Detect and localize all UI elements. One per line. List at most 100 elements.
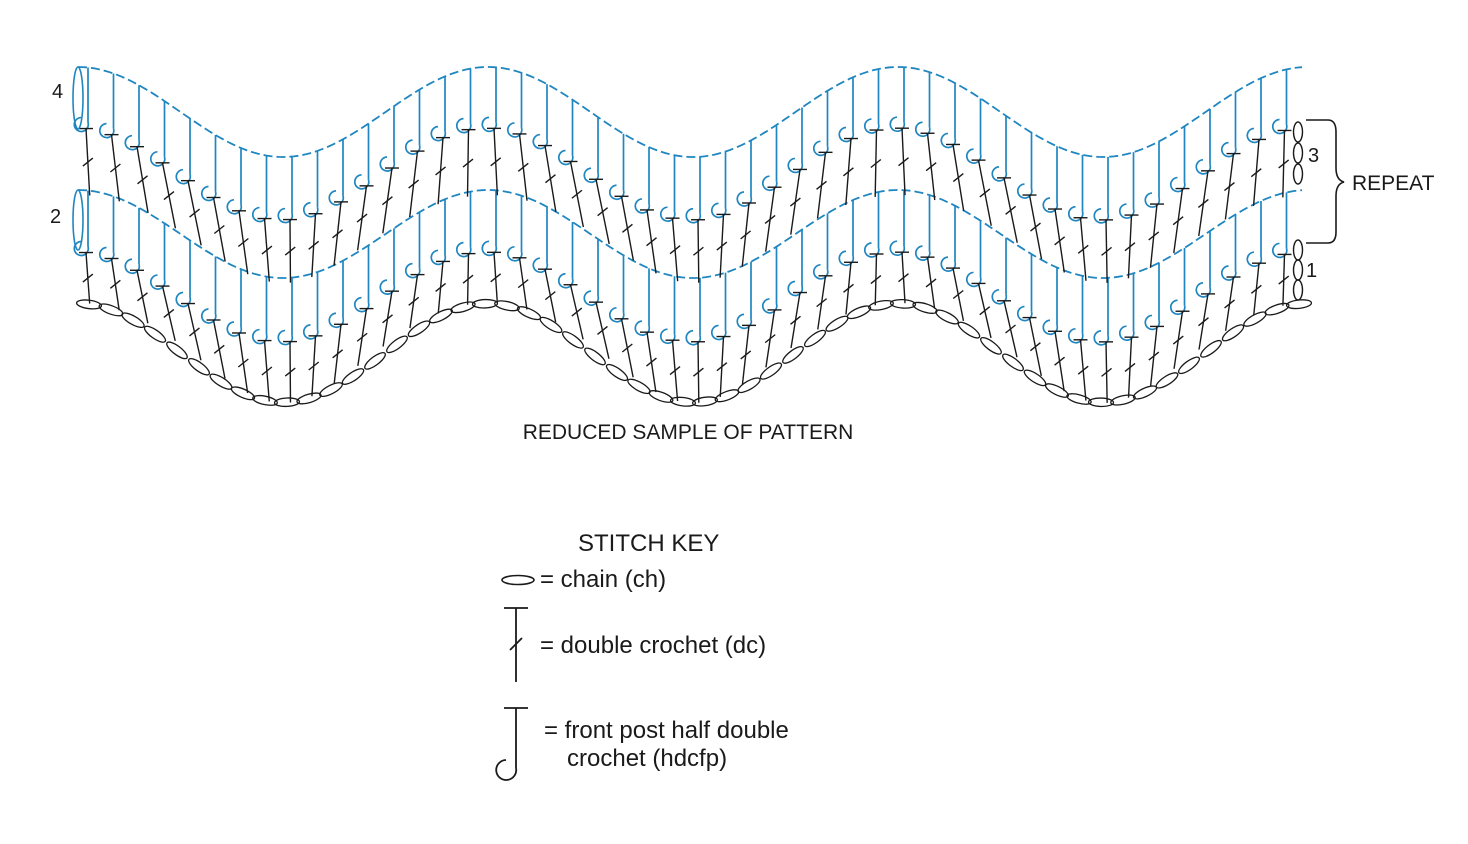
chain-stitch	[957, 321, 981, 339]
dc-slash	[1250, 284, 1262, 294]
dc-slash	[870, 158, 882, 169]
hdcfp-hook	[379, 279, 396, 295]
dc-slash	[109, 163, 121, 173]
dc-slash	[381, 196, 393, 206]
hdcfp-hook	[863, 242, 880, 258]
chain-stitch	[584, 347, 606, 366]
dc-slash	[332, 349, 344, 359]
hdcfp-hook	[1016, 305, 1033, 322]
hdcfp-hook	[940, 256, 957, 272]
chain-stitch	[803, 329, 827, 348]
dc-slash	[1101, 246, 1113, 256]
dc-slash	[261, 245, 273, 255]
hdcfp-hook	[430, 125, 447, 142]
hdcfp-label-line1: = front post half double	[544, 717, 789, 744]
chain-stitch	[386, 335, 408, 354]
dc-slash	[332, 229, 343, 239]
hdcfp-hook	[481, 240, 498, 257]
dc-slash	[284, 246, 296, 256]
dc-slash	[597, 325, 608, 335]
dc-slash	[1148, 231, 1160, 241]
chain-stitch	[273, 397, 301, 408]
chain-stitch	[648, 390, 674, 403]
hdcfp-hook	[634, 198, 651, 214]
chain-stitch	[1200, 339, 1222, 358]
hdcfp-hook	[991, 288, 1008, 305]
chain-stitch	[825, 315, 849, 332]
dc-slash	[408, 296, 420, 306]
dc-slash	[646, 237, 657, 247]
chain-stitch	[341, 368, 365, 385]
dc-slash	[716, 241, 728, 251]
dc-slash	[716, 362, 728, 372]
hdcfp-hook	[404, 262, 421, 279]
hdcfp-hook	[73, 116, 90, 133]
dc-slash	[669, 366, 681, 376]
chain-stitch	[471, 298, 499, 309]
dc-slash	[137, 292, 148, 302]
chain-stitch	[1023, 369, 1047, 387]
hdcfp-hook	[200, 308, 217, 324]
hdcfp-hook	[889, 240, 906, 257]
row-top-edge	[77, 189, 1303, 279]
hdcfp-hook	[277, 207, 294, 224]
chain-label: = chain (ch)	[540, 566, 666, 593]
dc-slash	[163, 308, 175, 319]
dc-slash	[1054, 236, 1066, 246]
hdcfp-hook	[761, 175, 778, 192]
dc-slash	[544, 291, 556, 301]
hdcfp-hook	[914, 121, 931, 138]
dc-slash	[1077, 244, 1089, 254]
repeat-bracket	[1306, 119, 1345, 244]
hdcfp-hook	[149, 274, 166, 290]
hdcfp-hook	[685, 207, 702, 224]
dc-slash	[213, 224, 225, 235]
hdcfp-hook	[200, 185, 217, 202]
hdcfp-hook	[353, 296, 370, 313]
hdcfp-hook	[1093, 330, 1110, 346]
hdcfp-hook	[838, 250, 855, 267]
dc-slash	[925, 278, 937, 288]
chain-stitch	[1243, 311, 1267, 327]
chain-stitch	[868, 299, 894, 311]
hdcfp-hook	[404, 139, 421, 155]
hdcfp-hook	[940, 132, 957, 149]
chain-stitch	[1132, 385, 1158, 400]
hdcfp-hook	[124, 134, 141, 151]
dc-slash	[382, 314, 393, 324]
dc-slash	[1172, 335, 1184, 345]
hdcfp-hook	[1144, 314, 1161, 331]
hdcfp-hook	[1246, 251, 1263, 268]
chain-stitch	[714, 389, 740, 403]
dc-slash	[979, 306, 991, 316]
hdcfp-hook	[455, 117, 472, 134]
dc-slash	[1005, 205, 1017, 215]
dc-slash	[1250, 168, 1262, 178]
dc-slash	[284, 367, 296, 377]
hdcfp-hook	[1220, 265, 1237, 281]
chart-caption: REDUCED SAMPLE OF PATTERN	[523, 421, 854, 444]
chain-stitch	[1264, 302, 1290, 316]
turning-chain	[1292, 163, 1304, 185]
dc-slash	[517, 162, 529, 172]
chain-stitch	[912, 301, 938, 314]
dc-slash	[1030, 222, 1041, 232]
hdcfp-hook	[251, 206, 268, 223]
hdcfp-hook	[1220, 141, 1237, 158]
chain-stitch	[627, 378, 651, 395]
dc-slash	[621, 223, 633, 233]
hdcfp-hook	[506, 245, 523, 262]
dc-slash	[1278, 159, 1290, 169]
hdcfp-hook	[302, 201, 319, 218]
front-post-hdc-symbol-icon	[495, 707, 528, 781]
dc-slash	[1029, 342, 1041, 352]
dc-slash	[898, 273, 909, 283]
dc-slash	[692, 246, 704, 256]
hdcfp-hook	[557, 149, 574, 166]
dc-slash	[237, 358, 249, 368]
chain-symbol-icon	[501, 574, 535, 586]
hdcfp-hook	[251, 328, 268, 345]
hdcfp-hook	[175, 168, 192, 185]
dc-slash	[1278, 275, 1290, 285]
hdcfp-hook	[1195, 282, 1212, 298]
